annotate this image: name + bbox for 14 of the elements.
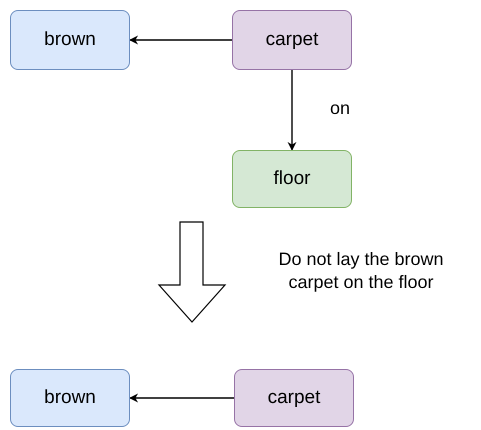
node-label: floor bbox=[274, 168, 310, 190]
process-box bbox=[232, 10, 352, 70]
process-box bbox=[10, 10, 130, 70]
node-label: carpet bbox=[266, 29, 318, 51]
node-label: carpet bbox=[268, 387, 320, 409]
arrow bbox=[288, 70, 296, 151]
node-label: brown bbox=[44, 29, 96, 51]
note-text: Do not lay the brown carpet on the floor bbox=[277, 248, 445, 294]
process-box bbox=[232, 150, 352, 208]
node-label: brown bbox=[44, 387, 96, 409]
arrow bbox=[129, 394, 234, 402]
process-box bbox=[10, 369, 130, 427]
process-box bbox=[234, 369, 354, 427]
arrow bbox=[129, 36, 232, 44]
